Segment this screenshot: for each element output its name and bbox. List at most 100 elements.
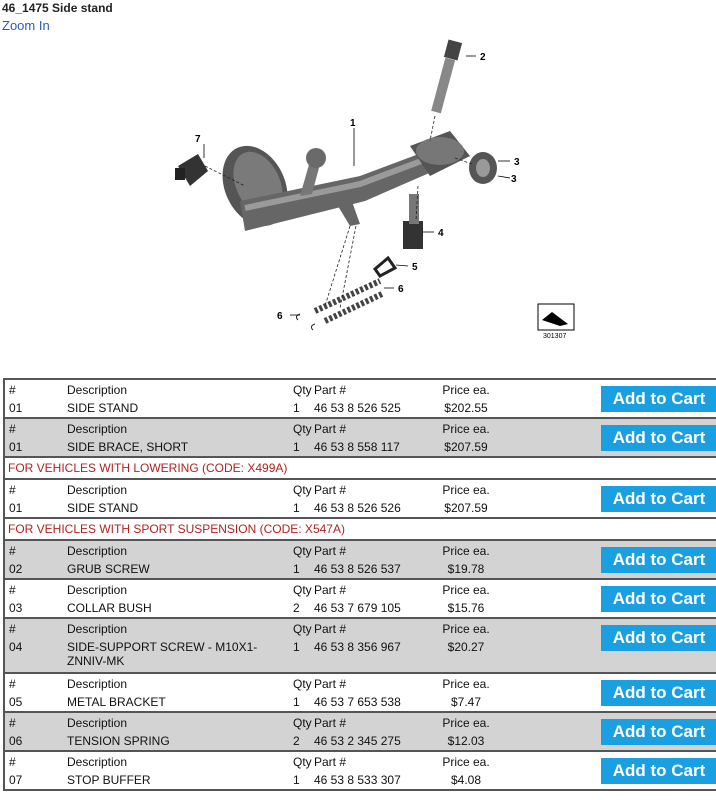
num-cell: 06 <box>9 734 23 748</box>
qty-cell: 1 <box>293 401 300 415</box>
part-number-cell: 46 53 8 533 307 <box>314 773 401 787</box>
part-number-header: Part # <box>314 483 347 497</box>
grub-screw-part <box>431 39 463 114</box>
price-header: Price ea. <box>442 483 490 497</box>
num-header: # <box>9 622 16 636</box>
part-number-header: Part # <box>314 622 347 636</box>
num-header: # <box>9 383 16 397</box>
num-cell: 03 <box>9 601 23 615</box>
description-header: Description <box>67 755 128 769</box>
description-header: Description <box>67 483 128 497</box>
num-cell: 05 <box>9 695 23 709</box>
part-number-cell: 46 53 8 558 117 <box>314 440 400 454</box>
stop-buffer-part <box>175 154 208 186</box>
qty-header: Qty <box>293 622 312 636</box>
price-cell: $20.27 <box>447 640 485 654</box>
description-header: Description <box>67 383 128 397</box>
description-cell: COLLAR BUSH <box>67 601 152 615</box>
description-header: Description <box>67 716 128 730</box>
add-to-cart-button[interactable]: Add to Cart <box>601 586 716 612</box>
zoom-in-link[interactable]: Zoom In <box>2 18 50 33</box>
add-to-cart-button[interactable]: Add to Cart <box>601 625 716 651</box>
num-cell: 02 <box>9 562 23 576</box>
qty-cell: 1 <box>293 562 300 576</box>
add-to-cart-button[interactable]: Add to Cart <box>601 758 716 784</box>
price-cell: $4.08 <box>450 773 482 787</box>
price-cell: $19.78 <box>447 562 485 576</box>
part-number-cell: 46 53 7 679 105 <box>314 601 401 615</box>
num-header: # <box>9 544 16 558</box>
price-header: Price ea. <box>442 422 490 436</box>
qty-cell: 1 <box>293 695 300 709</box>
callout-7: 7 <box>195 134 201 145</box>
description-header: Description <box>67 622 128 636</box>
callout-1: 1 <box>350 118 356 129</box>
num-header: # <box>9 422 16 436</box>
qty-header: Qty <box>293 677 312 691</box>
reference-number: 301307 <box>543 333 566 340</box>
qty-header: Qty <box>293 716 312 730</box>
price-header: Price ea. <box>442 544 490 558</box>
price-cell: $12.03 <box>447 734 485 748</box>
num-header: # <box>9 583 16 597</box>
add-to-cart-button[interactable]: Add to Cart <box>601 386 716 412</box>
add-to-cart-button[interactable]: Add to Cart <box>601 719 716 745</box>
num-cell: 01 <box>9 401 23 415</box>
description-cell: GRUB SCREW <box>67 562 150 576</box>
qty-cell: 1 <box>293 640 300 654</box>
price-header: Price ea. <box>442 583 490 597</box>
add-to-cart-button[interactable]: Add to Cart <box>601 425 716 451</box>
num-header: # <box>9 755 16 769</box>
price-cell: $7.47 <box>450 695 482 709</box>
price-header: Price ea. <box>442 716 490 730</box>
callout-3a: 3 <box>514 157 520 168</box>
description-cell: SIDE STAND <box>67 401 139 415</box>
description-header: Description <box>67 422 128 436</box>
part-number-header: Part # <box>314 583 347 597</box>
vehicle-note: FOR VEHICLES WITH LOWERING (CODE: X499A) <box>5 458 716 480</box>
num-cell: 01 <box>9 440 23 454</box>
add-to-cart-button[interactable]: Add to Cart <box>601 547 716 573</box>
support-screw-part <box>403 194 423 249</box>
part-number-header: Part # <box>314 383 347 397</box>
num-header: # <box>9 716 16 730</box>
description-cell: SIDE BRACE, SHORT <box>67 440 189 454</box>
part-number-header: Part # <box>314 755 347 769</box>
callout-6a: 6 <box>398 284 404 295</box>
price-cell: $15.76 <box>447 601 485 615</box>
qty-cell: 2 <box>293 734 300 748</box>
callout-4: 4 <box>438 228 444 239</box>
add-to-cart-button[interactable]: Add to Cart <box>601 680 716 706</box>
qty-header: Qty <box>293 755 312 769</box>
part-number-cell: 46 53 8 526 525 <box>314 401 401 415</box>
part-number-cell: 46 53 7 653 538 <box>314 695 401 709</box>
price-cell: $207.59 <box>444 440 488 454</box>
page-title: 46_1475 Side stand <box>2 1 113 15</box>
side-stand-diagram: 2 1 3 3 4 5 6 6 7 301307 <box>175 39 575 340</box>
description-header: Description <box>67 544 128 558</box>
part-number-cell: 46 53 8 526 537 <box>314 562 401 576</box>
price-header: Price ea. <box>442 677 490 691</box>
qty-cell: 1 <box>293 501 300 515</box>
num-header: # <box>9 677 16 691</box>
qty-header: Qty <box>293 544 312 558</box>
collar-bush-part <box>469 152 497 184</box>
price-header: Price ea. <box>442 755 490 769</box>
qty-cell: 2 <box>293 601 300 615</box>
description-cell: STOP BUFFER <box>67 773 151 787</box>
qty-header: Qty <box>293 583 312 597</box>
side-stand-part <box>222 131 470 231</box>
part-number-cell: 46 53 2 345 275 <box>314 734 401 748</box>
add-to-cart-button[interactable]: Add to Cart <box>601 486 716 512</box>
qty-header: Qty <box>293 383 312 397</box>
num-cell: 01 <box>9 501 23 515</box>
part-number-header: Part # <box>314 716 347 730</box>
description-header: Description <box>67 677 128 691</box>
